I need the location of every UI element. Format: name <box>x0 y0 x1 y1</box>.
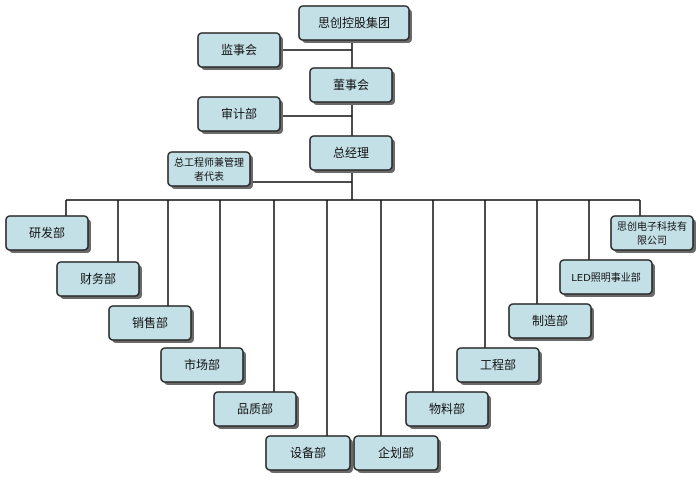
node-board: 董事会 <box>309 67 395 105</box>
node-chief-engineer: 总工程师兼管理 者代表 <box>167 151 253 189</box>
node-chief-engineer-label-2: 者代表 <box>194 170 224 183</box>
node-supervisory-board: 监事会 <box>197 32 283 70</box>
node-subsidiary-label-1: 思创电子科技有 <box>617 220 687 233</box>
node-group: 思创控股集团 <box>298 5 412 43</box>
node-audit: 审计部 <box>197 96 283 134</box>
node-manufacturing: 制造部 <box>508 303 594 341</box>
node-equipment: 设备部 <box>265 435 353 473</box>
node-sales-label: 销售部 <box>132 315 168 330</box>
node-materials: 物料部 <box>405 391 491 429</box>
node-subsidiary: 思创电子科技有 限公司 <box>610 215 696 253</box>
node-rd: 研发部 <box>5 215 91 253</box>
node-supervisory-board-label: 监事会 <box>221 43 257 57</box>
node-quality: 品质部 <box>213 391 299 429</box>
node-quality-label: 品质部 <box>237 401 273 416</box>
node-group-label: 思创控股集团 <box>318 15 390 30</box>
node-general-manager: 总经理 <box>309 135 395 173</box>
node-planning-label: 企划部 <box>378 445 414 460</box>
node-led: LED照明事业部 <box>559 259 655 297</box>
node-subsidiary-label-2: 限公司 <box>637 235 667 247</box>
node-market: 市场部 <box>160 347 246 385</box>
node-led-label: LED照明事业部 <box>571 271 641 284</box>
node-rd-label: 研发部 <box>29 225 65 240</box>
node-market-label: 市场部 <box>184 357 220 372</box>
node-finance-label: 财务部 <box>80 271 116 286</box>
connectors <box>65 42 641 436</box>
node-board-label: 董事会 <box>333 78 369 92</box>
node-sales: 销售部 <box>108 305 194 343</box>
node-engineering: 工程部 <box>456 347 542 385</box>
node-engineering-label: 工程部 <box>480 357 516 372</box>
node-general-manager-label: 总经理 <box>333 146 369 160</box>
node-planning: 企划部 <box>353 435 441 473</box>
node-materials-label: 物料部 <box>429 401 465 416</box>
node-manufacturing-label: 制造部 <box>532 313 568 328</box>
node-finance: 财务部 <box>56 261 142 299</box>
node-equipment-label: 设备部 <box>290 445 326 460</box>
node-chief-engineer-label-1: 总工程师兼管理 <box>174 156 244 169</box>
node-audit-label: 审计部 <box>221 106 257 121</box>
